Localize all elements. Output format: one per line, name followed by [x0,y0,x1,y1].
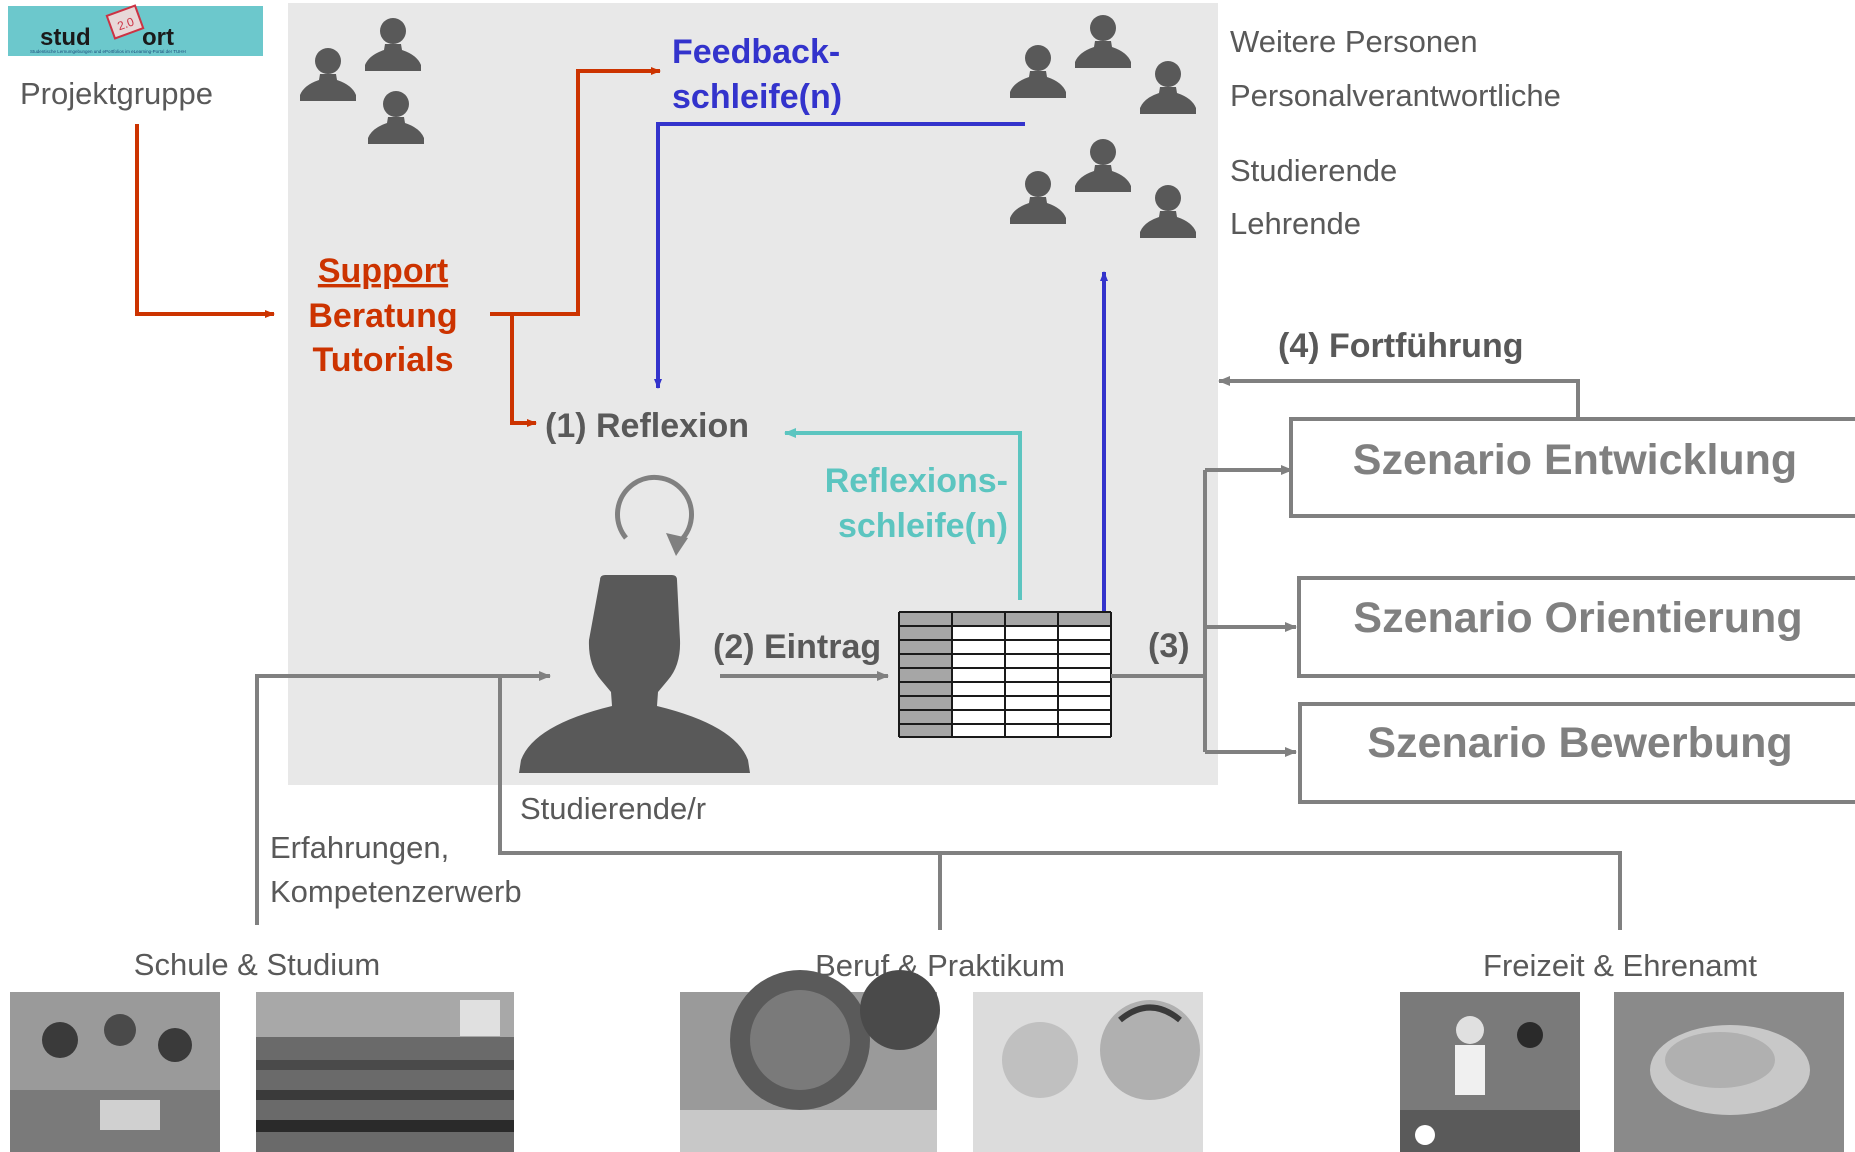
support-to-feedback-arrow [490,67,661,316]
portfolio-entry-table-icon [898,611,1112,738]
logo-badge: 2.0 [105,4,145,40]
projektgruppe-label: Projektgruppe [20,76,213,111]
projektgruppe-to-support-arrow [135,124,275,318]
studierender-label: Studierende/r [520,791,706,826]
erfahrungen-label-2: Kompetenzerwerb [270,874,522,909]
logo-badge-text: 2.0 [115,14,136,33]
beruf-gears-photo [680,970,940,1152]
beratung-label: Beratung [308,297,457,335]
eintrag-label: (2) Eintrag [713,628,881,666]
reflexion-label: (1) Reflexion [545,407,749,445]
logo-wordmark-right: ort [142,24,174,51]
lehrende-label: Lehrende [1230,206,1361,241]
reflexionsschleife-arrow [784,428,1022,600]
feedback-loop-arrow [654,122,1025,389]
support-to-reflexion-arrow [510,314,537,427]
freizeit-soccer-photo [1400,992,1580,1152]
personalverantwortliche-label: Personalverantwortliche [1230,78,1561,113]
reflexionsschleife-label-1: Reflexions- [825,462,1008,500]
schule-group-work-photo [10,992,220,1152]
feedback-label-2: schleife(n) [672,78,842,116]
beruf-call-center-photo [973,992,1203,1152]
self-reflection-cycle-icon [615,474,694,545]
logo-wordmark-left: stud [40,24,91,51]
fortfuehrung-arrow [1218,376,1580,419]
scenario-bewerbung-label: Szenario Bewerbung [1367,719,1792,767]
scenario-entwicklung-box [1289,417,1855,518]
logo-tagline: Studentische Lernumgebungen und ePortfol… [30,49,186,54]
weitere-personen-label: Weitere Personen [1230,24,1478,59]
scenario-bewerbung-box [1298,702,1855,804]
schule-lecture-hall-photo [256,992,514,1152]
beruf-praktikum-label: Beruf & Praktikum [815,948,1065,983]
studierende-label: Studierende [1230,153,1397,188]
reflexionsschleife-label-2: schleife(n) [838,507,1008,545]
schule-studium-label: Schule & Studium [134,947,380,982]
self-reflection-cycle-arrowhead [666,533,688,556]
freizeit-ehrenamt-label: Freizeit & Ehrenamt [1483,948,1757,983]
scenario-orientierung-box [1297,576,1855,678]
tutorials-label: Tutorials [312,341,453,379]
studport-logo: stud 2.0 ort Studentische Lernumgebungen… [8,4,263,56]
scenario-orientierung-label: Szenario Orientierung [1353,594,1802,642]
fortfuehrung-label: (4) Fortführung [1278,327,1524,365]
support-label: Support [318,252,448,290]
student-silhouette-icon [519,575,750,773]
freizeit-hands-photo [1614,992,1844,1152]
erfahrungen-label-1: Erfahrungen, [270,830,449,865]
experience-collector-line [498,676,1622,930]
feedback-label-1: Feedback- [672,33,840,71]
step3-label: (3) [1148,627,1190,665]
scenario-entwicklung-label: Szenario Entwicklung [1353,436,1797,484]
schule-to-student-arrow [255,671,551,925]
